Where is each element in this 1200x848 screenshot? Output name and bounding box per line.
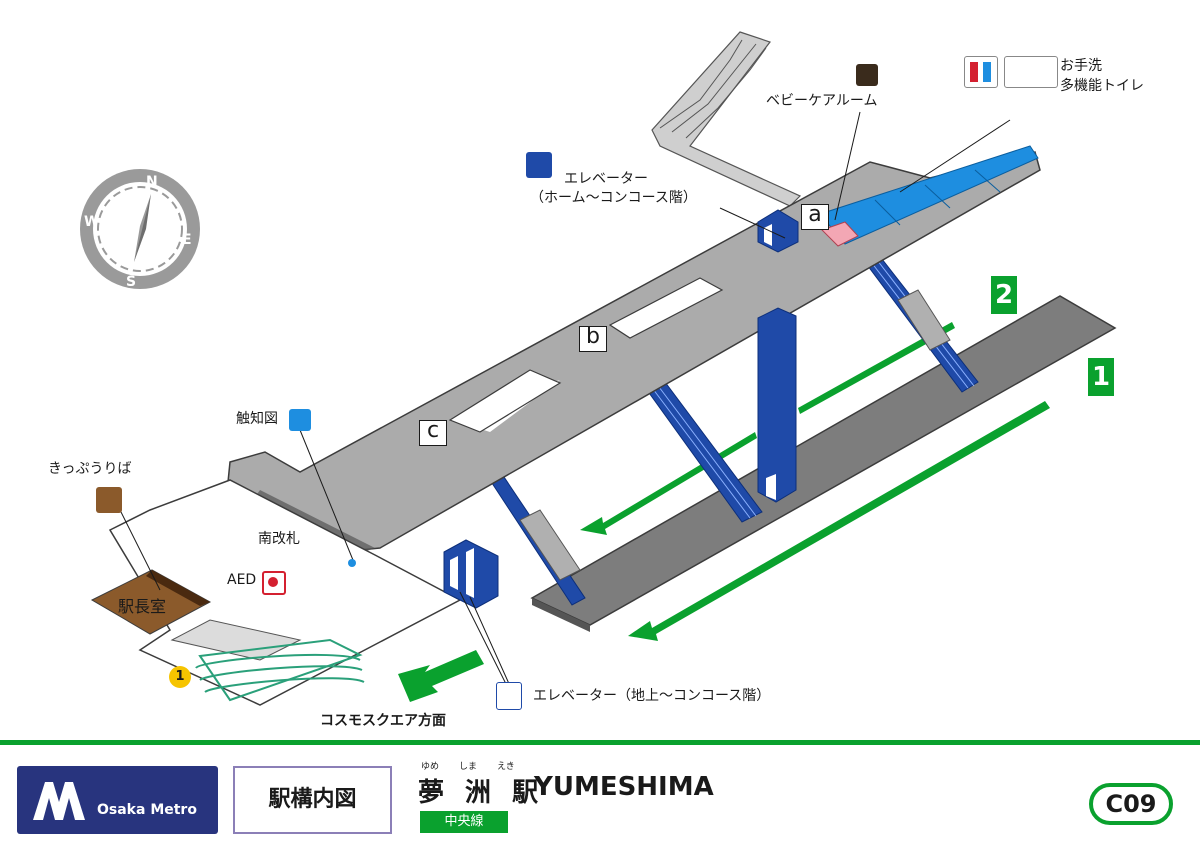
marker-c: c	[419, 420, 447, 446]
accessible-toilet-icon	[1004, 56, 1058, 88]
exit-1-badge: 1	[169, 666, 191, 688]
exit-direction-label: コスモスクエア方面	[320, 713, 446, 729]
osaka-metro-logo: Osaka Metro	[17, 766, 218, 834]
line-badge: 中央線	[420, 811, 508, 833]
furigana-eki: えき	[497, 762, 515, 772]
doc-title: 駅構内図	[233, 766, 392, 834]
concourse	[227, 145, 1041, 555]
compass-w: W	[84, 214, 99, 230]
station-name: 夢 洲 駅	[418, 778, 545, 808]
elevator-platform-label: エレベーター	[564, 171, 648, 187]
track-1-badge: 1	[1088, 358, 1114, 396]
south-gate-label: 南改札	[258, 531, 300, 547]
metro-m-icon	[33, 782, 85, 820]
logo-text: Osaka Metro	[97, 802, 197, 818]
elevator-ground-label: エレベーター（地上〜コンコース階）	[533, 688, 771, 704]
compass-s: S	[126, 274, 136, 290]
toilet-label: お手洗	[1060, 58, 1102, 74]
elevator-shaft	[757, 307, 797, 503]
leader-lines	[119, 111, 1011, 687]
aed-icon	[262, 571, 286, 595]
tactile-map-label: 触知図	[236, 411, 278, 427]
ground-elevator	[443, 539, 499, 609]
furigana-shima: しま	[459, 762, 478, 772]
track-2-badge: 2	[991, 276, 1017, 314]
marker-b: b	[579, 326, 607, 352]
ground-elevator-icon	[496, 682, 522, 710]
toilet-icon	[964, 56, 998, 88]
tactile-map-point	[348, 559, 356, 567]
station-code: C09	[1089, 783, 1173, 825]
furigana-yume: ゆめ	[421, 762, 440, 772]
baby-care-icon	[856, 64, 878, 86]
compass-rose: N E S W	[80, 169, 200, 290]
station-office-label: 駅長室	[118, 597, 167, 616]
elevator-platform-sub: （ホーム〜コンコース階）	[530, 190, 697, 206]
ticket-sales-label: きっぷうりば	[48, 461, 132, 477]
marker-a: a	[801, 204, 829, 230]
ground-escalators	[195, 638, 365, 702]
exit-arrow	[398, 650, 484, 702]
stairs-upper	[651, 31, 802, 207]
aed-label: AED	[227, 572, 257, 588]
tactile-map-icon	[289, 409, 311, 431]
multi-toilet-label: 多機能トイレ	[1060, 78, 1144, 94]
compass-e: E	[182, 232, 192, 248]
ticket-machine-icon	[96, 487, 122, 513]
station-roman: YUMESHIMA	[534, 772, 714, 802]
elevator-icon	[526, 152, 552, 178]
footer-divider	[0, 740, 1200, 745]
compass-n: N	[146, 174, 158, 190]
baby-care-label: ベビーケアルーム	[766, 93, 878, 109]
